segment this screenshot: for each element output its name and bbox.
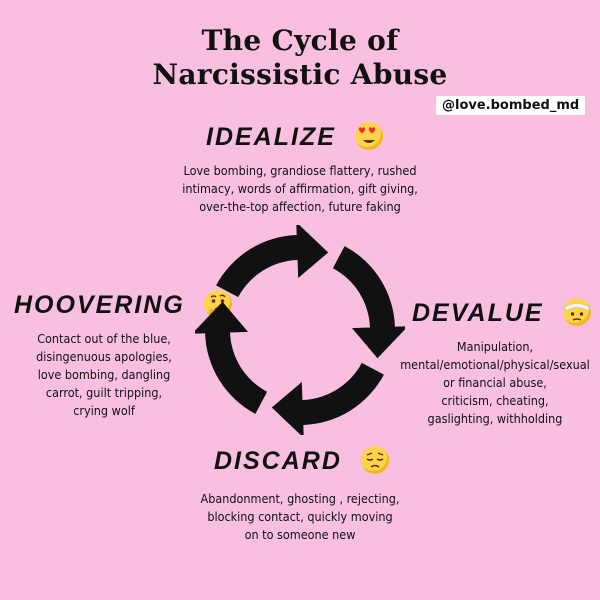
- cycle-arrows: [195, 225, 405, 435]
- stage-devalue-description: Manipulation, mental/emotional/physical/…: [395, 338, 595, 428]
- stage-hoovering-name: Hoovering: [14, 291, 185, 319]
- discard-line: Abandonment, ghosting , rejecting,: [200, 491, 400, 506]
- devalue-line: criticism, cheating,: [441, 393, 549, 408]
- hoovering-line: love bombing, dangling: [37, 367, 171, 382]
- hoovering-line: disingenuous apologies,: [36, 349, 172, 364]
- arrow-idealize-to-devalue: [216, 225, 329, 298]
- hoovering-line: Contact out of the blue,: [37, 331, 171, 346]
- stage-idealize-name: Idealize: [206, 123, 336, 151]
- stage-discard-description: Abandonment, ghosting , rejecting, block…: [150, 490, 450, 544]
- idealize-line: intimacy, words of affirmation, gift giv…: [182, 181, 418, 196]
- title-line-1: The Cycle of: [201, 24, 399, 57]
- hoovering-line: carrot, guilt tripping,: [45, 385, 163, 400]
- stage-discard-name: Discard: [214, 447, 342, 475]
- stage-devalue-heading: Devalue: [412, 298, 591, 328]
- stage-hoovering-description: Contact out of the blue, disingenuous ap…: [14, 330, 194, 420]
- arrow-hoovering-to-idealize: [195, 301, 268, 414]
- devalue-line: mental/emotional/physical/sexual: [400, 357, 590, 372]
- diagram-title: The Cycle of Narcissistic Abuse: [0, 24, 600, 92]
- title-line-2: Narcissistic Abuse: [152, 58, 448, 91]
- bandaged-face-icon: [562, 298, 591, 326]
- devalue-line: Manipulation,: [456, 339, 534, 354]
- idealize-line: over-the-top affection, future faking: [199, 199, 401, 214]
- arrow-devalue-to-discard: [332, 246, 405, 359]
- stage-devalue-name: Devalue: [412, 299, 544, 327]
- devalue-line: or financial abuse,: [443, 375, 547, 390]
- instagram-handle: @love.bombed_md: [436, 96, 586, 115]
- devalue-line: gaslighting, withholding: [427, 411, 563, 426]
- idealize-line: Love bombing, grandiose flattery, rushed: [183, 163, 417, 178]
- stage-discard-heading: Discard: [214, 446, 389, 476]
- discard-line: on to someone new: [244, 527, 356, 542]
- arrow-discard-to-hoovering: [271, 362, 384, 435]
- stage-idealize-description: Love bombing, grandiose flattery, rushed…: [150, 162, 450, 216]
- pensive-face-icon: [360, 446, 389, 474]
- stage-idealize-heading: Idealize: [206, 122, 383, 152]
- heart-eyes-face-icon: [354, 122, 383, 150]
- discard-line: blocking contact, quickly moving: [207, 509, 393, 524]
- hoovering-line: crying wolf: [73, 403, 135, 418]
